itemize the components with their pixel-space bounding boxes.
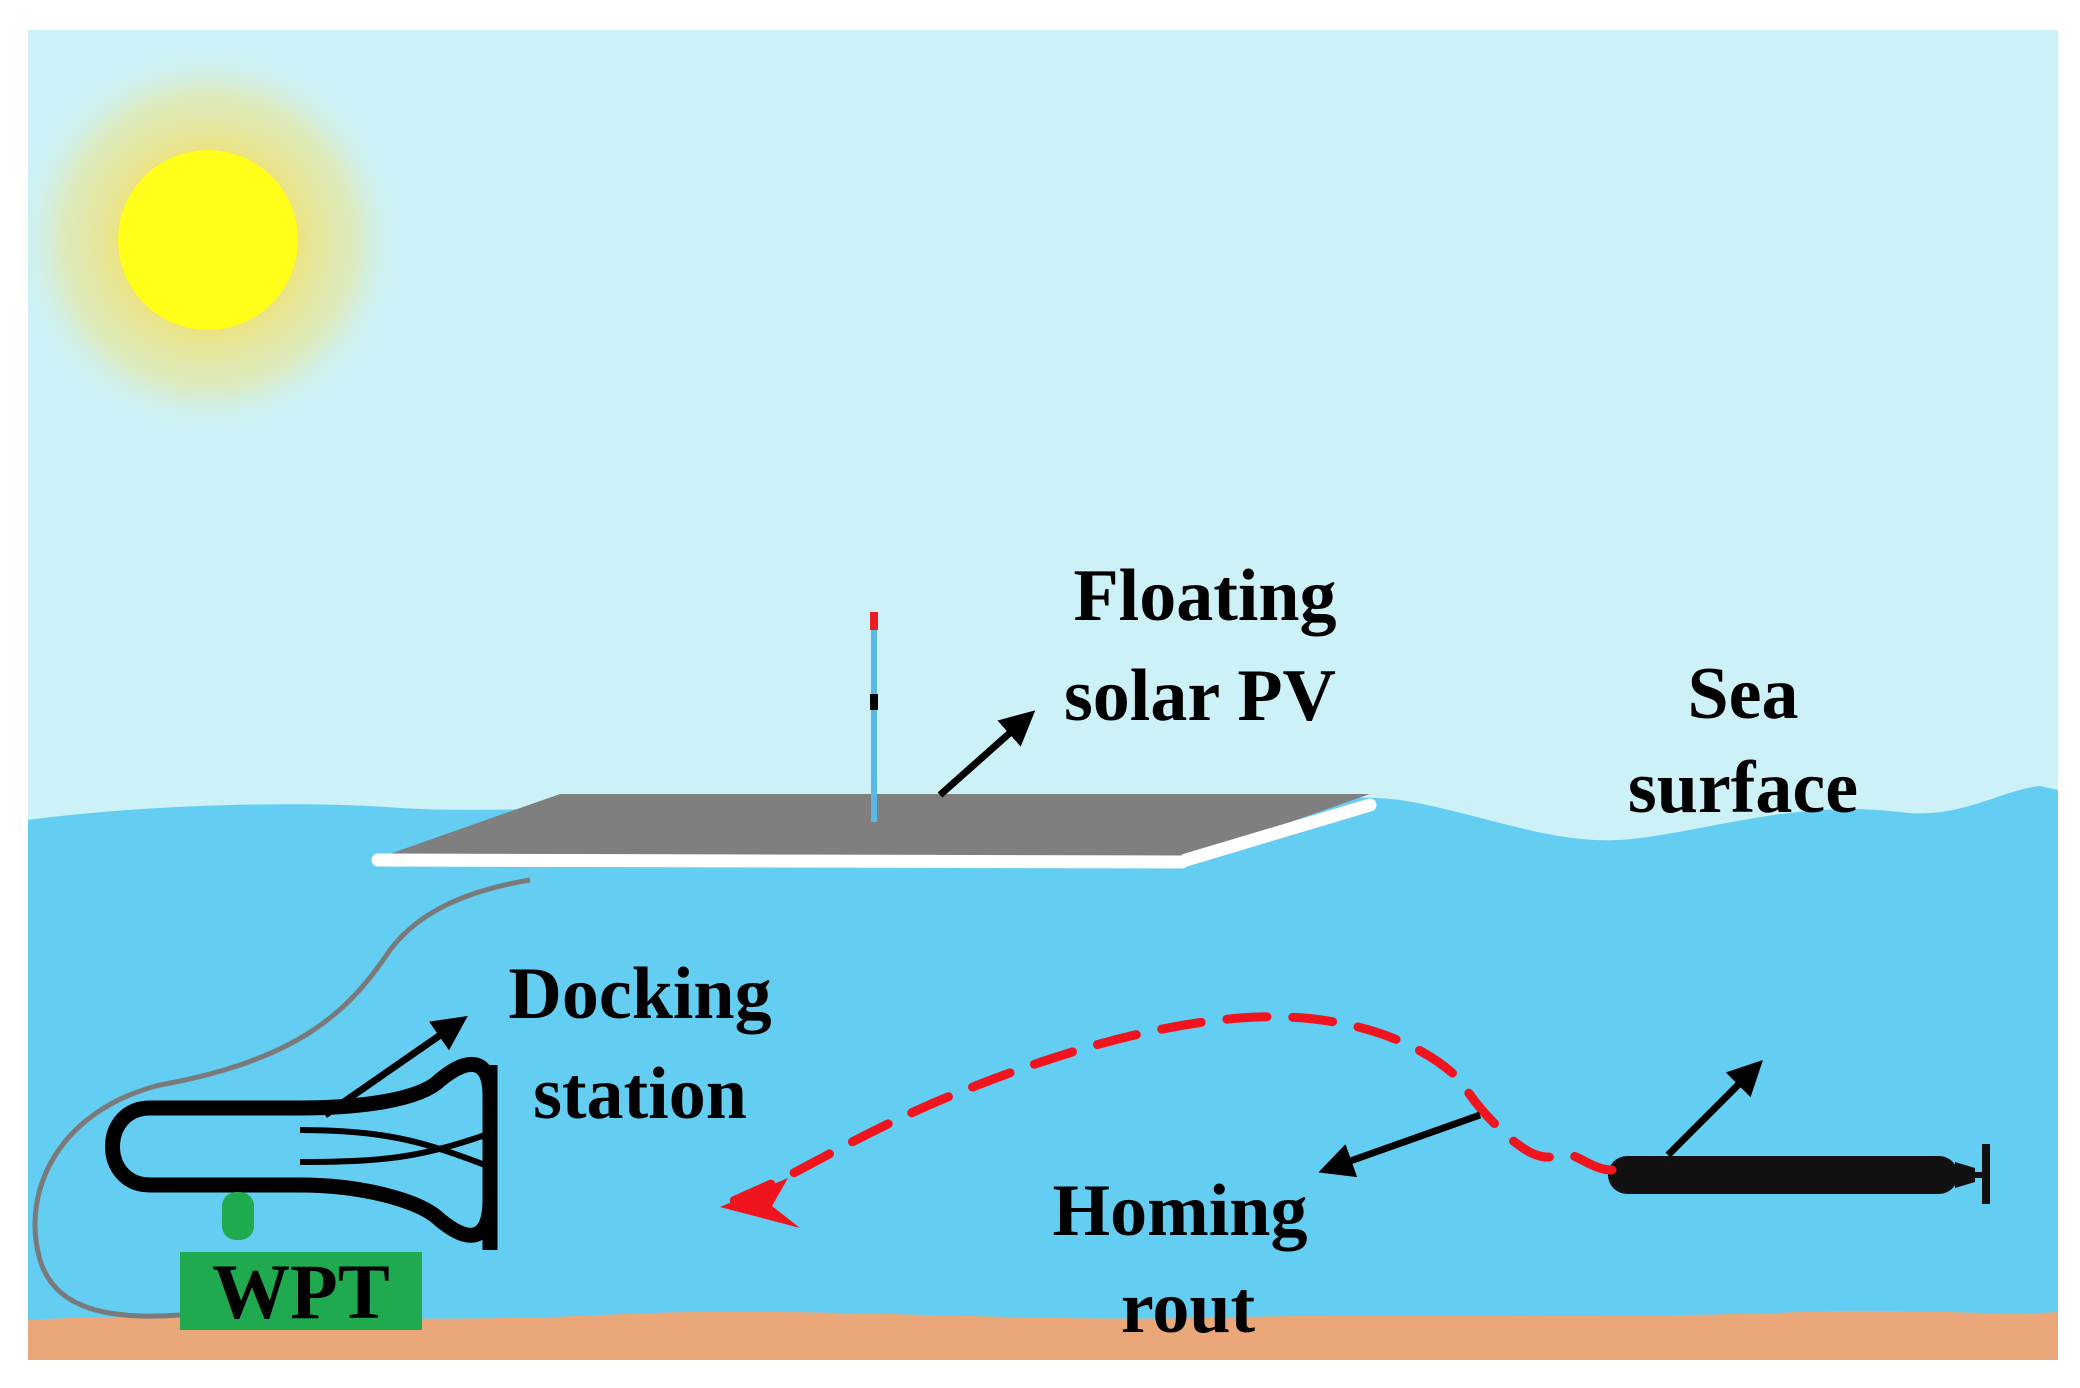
route-pointer-arrow <box>1318 1111 1482 1178</box>
docking-station-label-line1: Docking <box>508 953 771 1035</box>
docking-station-icon <box>105 1056 498 1250</box>
auv-pointer-arrow <box>1665 1060 1763 1158</box>
floating-pv-label-line1: Floating <box>1073 555 1336 637</box>
sea-water <box>28 786 2058 1360</box>
floating-pv-label-line2: solar PV <box>1064 655 1336 737</box>
tether-cable <box>32 877 531 1319</box>
sun-icon <box>13 45 403 435</box>
sea-surface-label-line1: Sea <box>1688 653 1799 735</box>
wpt-coil-icon <box>222 1192 254 1240</box>
seabed <box>28 1310 2058 1360</box>
antenna-icon <box>870 612 878 822</box>
docking-pointer-arrow <box>323 1016 468 1118</box>
docking-station-label-line2: station <box>533 1053 747 1135</box>
sea-surface-label-line2: surface <box>1628 747 1858 829</box>
wpt-box: WPT <box>180 1248 422 1335</box>
route-arrowhead <box>720 1178 800 1228</box>
homing-route-label-line2: rout <box>1121 1267 1256 1349</box>
pv-pointer-arrow <box>937 710 1036 798</box>
homing-route <box>717 1012 1617 1211</box>
solar-panel-icon <box>371 794 1377 869</box>
wpt-label: WPT <box>212 1248 390 1335</box>
homing-route-label-line1: Homing <box>1053 1170 1308 1252</box>
auv-icon <box>1608 1144 1990 1204</box>
